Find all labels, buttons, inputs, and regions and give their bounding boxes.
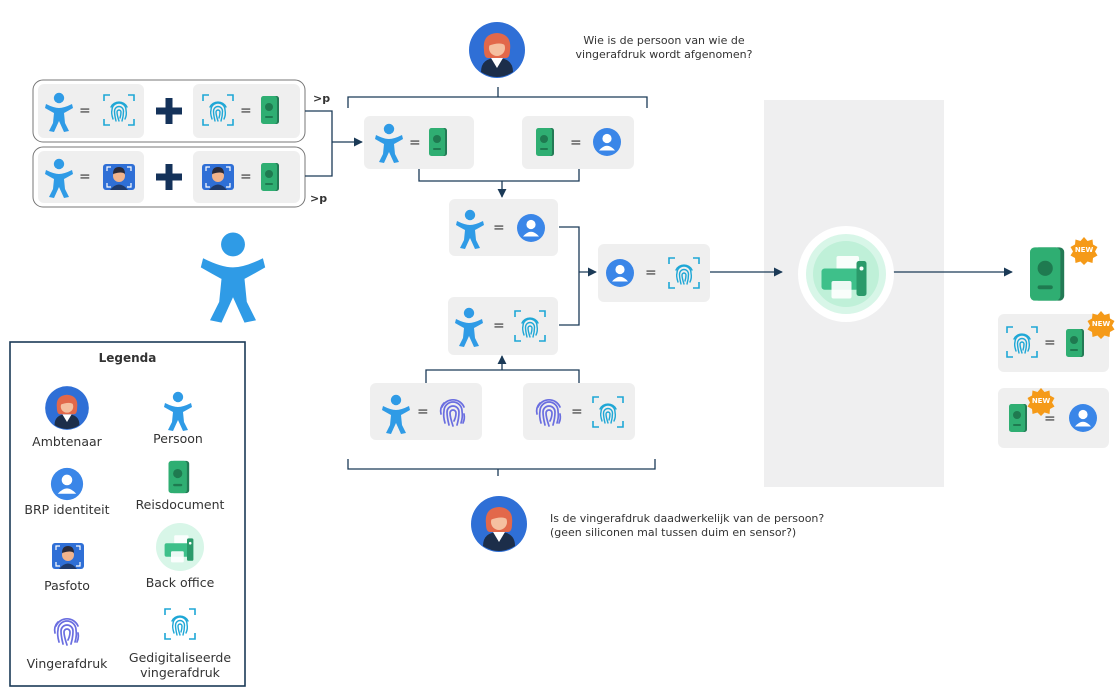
equals-sign: = bbox=[493, 220, 505, 236]
legend-label-digitized-line1: Gedigitaliseerde bbox=[128, 650, 232, 665]
legend-label-passport-photo: Pasfoto bbox=[44, 578, 90, 593]
person-icon-large bbox=[200, 232, 266, 323]
bottom-question-line2: (geen siliconen mal tussen duim en senso… bbox=[550, 526, 797, 539]
new-badge-label: NEW bbox=[1091, 320, 1111, 328]
brp-identity-icon bbox=[517, 214, 545, 242]
new-badge-label: NEW bbox=[1031, 397, 1051, 405]
top-question: Wie is de persoon van wie de vingerafdru… bbox=[575, 34, 753, 61]
legend-title: Legenda bbox=[98, 351, 157, 365]
legend-label-digitized-line2: vingerafdruk bbox=[140, 665, 220, 680]
brp-identity-icon bbox=[1069, 404, 1097, 432]
travel-document-icon bbox=[261, 96, 279, 124]
official-icon-bottom bbox=[471, 496, 527, 552]
equals-sign: = bbox=[570, 135, 582, 151]
official-icon bbox=[45, 386, 89, 430]
passport-photo-icon bbox=[51, 542, 85, 570]
equals-sign: = bbox=[1044, 411, 1056, 427]
travel-document-icon bbox=[429, 128, 447, 156]
travel-document-icon-new bbox=[1030, 247, 1065, 301]
legend-label-fingerprint: Vingerafdruk bbox=[26, 656, 108, 671]
equals-sign: = bbox=[79, 169, 91, 185]
brp-identity-icon bbox=[606, 259, 634, 287]
equals-sign: = bbox=[493, 318, 505, 334]
bottom-question-line1: Is de vingerafdruk daadwerkelijk van de … bbox=[550, 512, 825, 525]
legend-label-person: Persoon bbox=[153, 431, 203, 446]
back-office-icon bbox=[798, 226, 894, 322]
official-icon-top bbox=[469, 22, 525, 78]
legend-label-brp: BRP identiteit bbox=[24, 502, 110, 517]
legend-label-travel-document: Reisdocument bbox=[135, 497, 225, 512]
equals-sign: = bbox=[571, 404, 583, 420]
equals-sign: = bbox=[240, 103, 252, 119]
equals-sign: = bbox=[240, 169, 252, 185]
travel-document-icon bbox=[1009, 404, 1027, 432]
brp-identity-icon bbox=[593, 128, 621, 156]
greater-than-p-label: >p bbox=[313, 92, 331, 105]
legend-label-digitized-fingerprint: Gedigitaliseerde vingerafdruk bbox=[118, 650, 242, 680]
equals-sign: = bbox=[645, 265, 657, 281]
legend-label-official: Ambtenaar bbox=[32, 434, 102, 449]
equals-sign: = bbox=[417, 404, 429, 420]
equals-sign: = bbox=[409, 135, 421, 151]
brp-identity-icon bbox=[50, 467, 84, 501]
travel-document-icon bbox=[168, 460, 190, 494]
back-office-icon bbox=[156, 523, 204, 571]
new-badge-label: NEW bbox=[1074, 246, 1094, 254]
greater-than-p-label: >p bbox=[310, 192, 328, 205]
legend-label-back-office: Back office bbox=[145, 575, 215, 590]
travel-document-icon bbox=[261, 163, 279, 191]
travel-document-icon bbox=[536, 128, 554, 156]
equals-sign: = bbox=[79, 103, 91, 119]
passport-photo-icon bbox=[102, 163, 136, 191]
equals-sign: = bbox=[1044, 335, 1056, 351]
passport-photo-icon bbox=[201, 163, 235, 191]
travel-document-icon bbox=[1066, 329, 1084, 357]
